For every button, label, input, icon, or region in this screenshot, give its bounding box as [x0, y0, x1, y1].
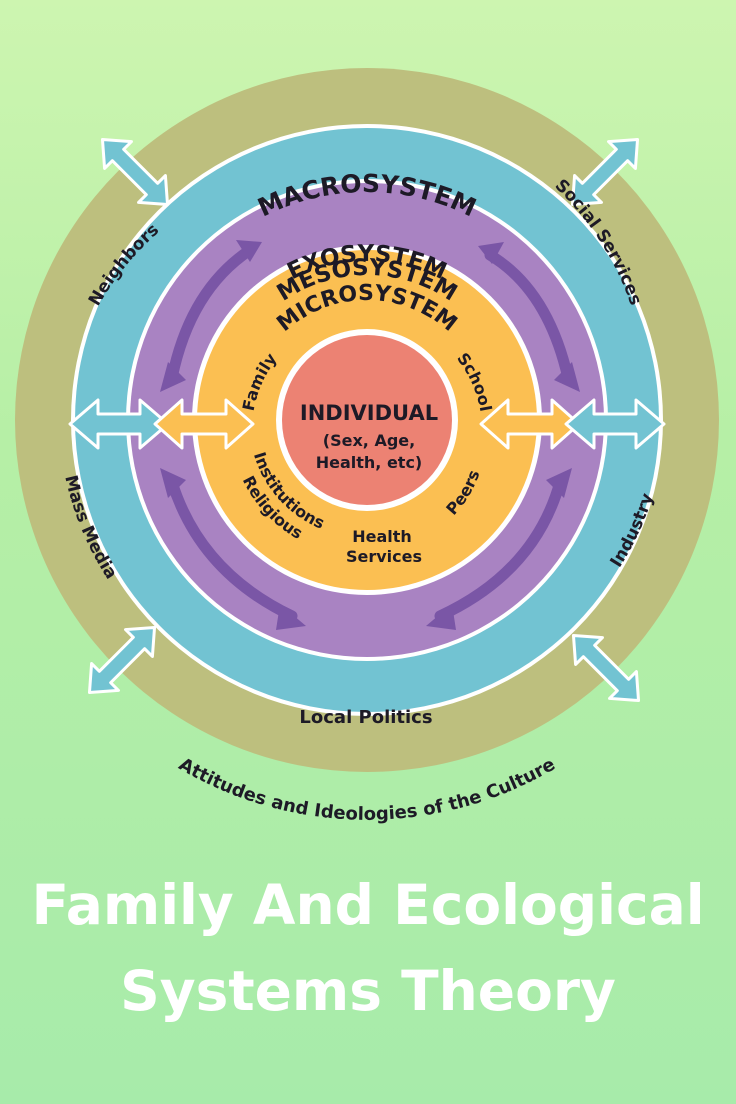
meso-arrow-upper-right: [484, 249, 574, 384]
upper-left-diagonal-arrow-icon: [100, 137, 170, 207]
ecological-systems-diagram: MACROSYSTEM EXOSYSTEM MESOSYSTEM MICROSY…: [15, 68, 719, 825]
arrowhead-icon: [478, 242, 504, 264]
diagonal-arrows: [87, 137, 641, 703]
mesosystem-arrows: [166, 244, 574, 622]
individual-line-2: Health, etc): [316, 453, 423, 472]
microsystem-health-line-2: Services: [346, 547, 422, 566]
page-title-line-1: Family And Ecological: [31, 873, 705, 937]
meso-arrow-lower-right: [434, 476, 566, 622]
arrowhead-icon: [160, 468, 186, 498]
right-outer-double-arrow-icon: [564, 398, 666, 450]
individual-title: INDIVIDUAL: [300, 401, 438, 425]
meso-arrow-upper-left: [166, 244, 256, 384]
upper-right-diagonal-arrow-icon: [570, 137, 640, 207]
side-arrows: [68, 398, 666, 450]
meso-arrow-lower-left: [166, 476, 298, 622]
arrowhead-icon: [426, 604, 456, 630]
individual-line-1: (Sex, Age,: [323, 431, 415, 450]
arrowhead-icon: [554, 362, 580, 392]
lower-left-diagonal-arrow-icon: [87, 625, 157, 695]
left-inner-double-arrow-icon: [153, 398, 255, 450]
exosystem-local-politics-label: Local Politics: [299, 707, 432, 728]
page-title-line-2: Systems Theory: [120, 959, 616, 1023]
arrowhead-icon: [160, 362, 186, 392]
arrowhead-icon: [276, 604, 306, 630]
individual-core: [282, 335, 452, 505]
lower-right-diagonal-arrow-icon: [571, 633, 641, 703]
arrowhead-icon: [236, 240, 262, 262]
mesosystem-arrowheads: [160, 240, 580, 630]
page-title: Family And Ecological Systems Theory: [0, 862, 736, 1034]
microsystem-health-line-1: Health: [352, 527, 412, 546]
arrowhead-icon: [546, 468, 572, 498]
